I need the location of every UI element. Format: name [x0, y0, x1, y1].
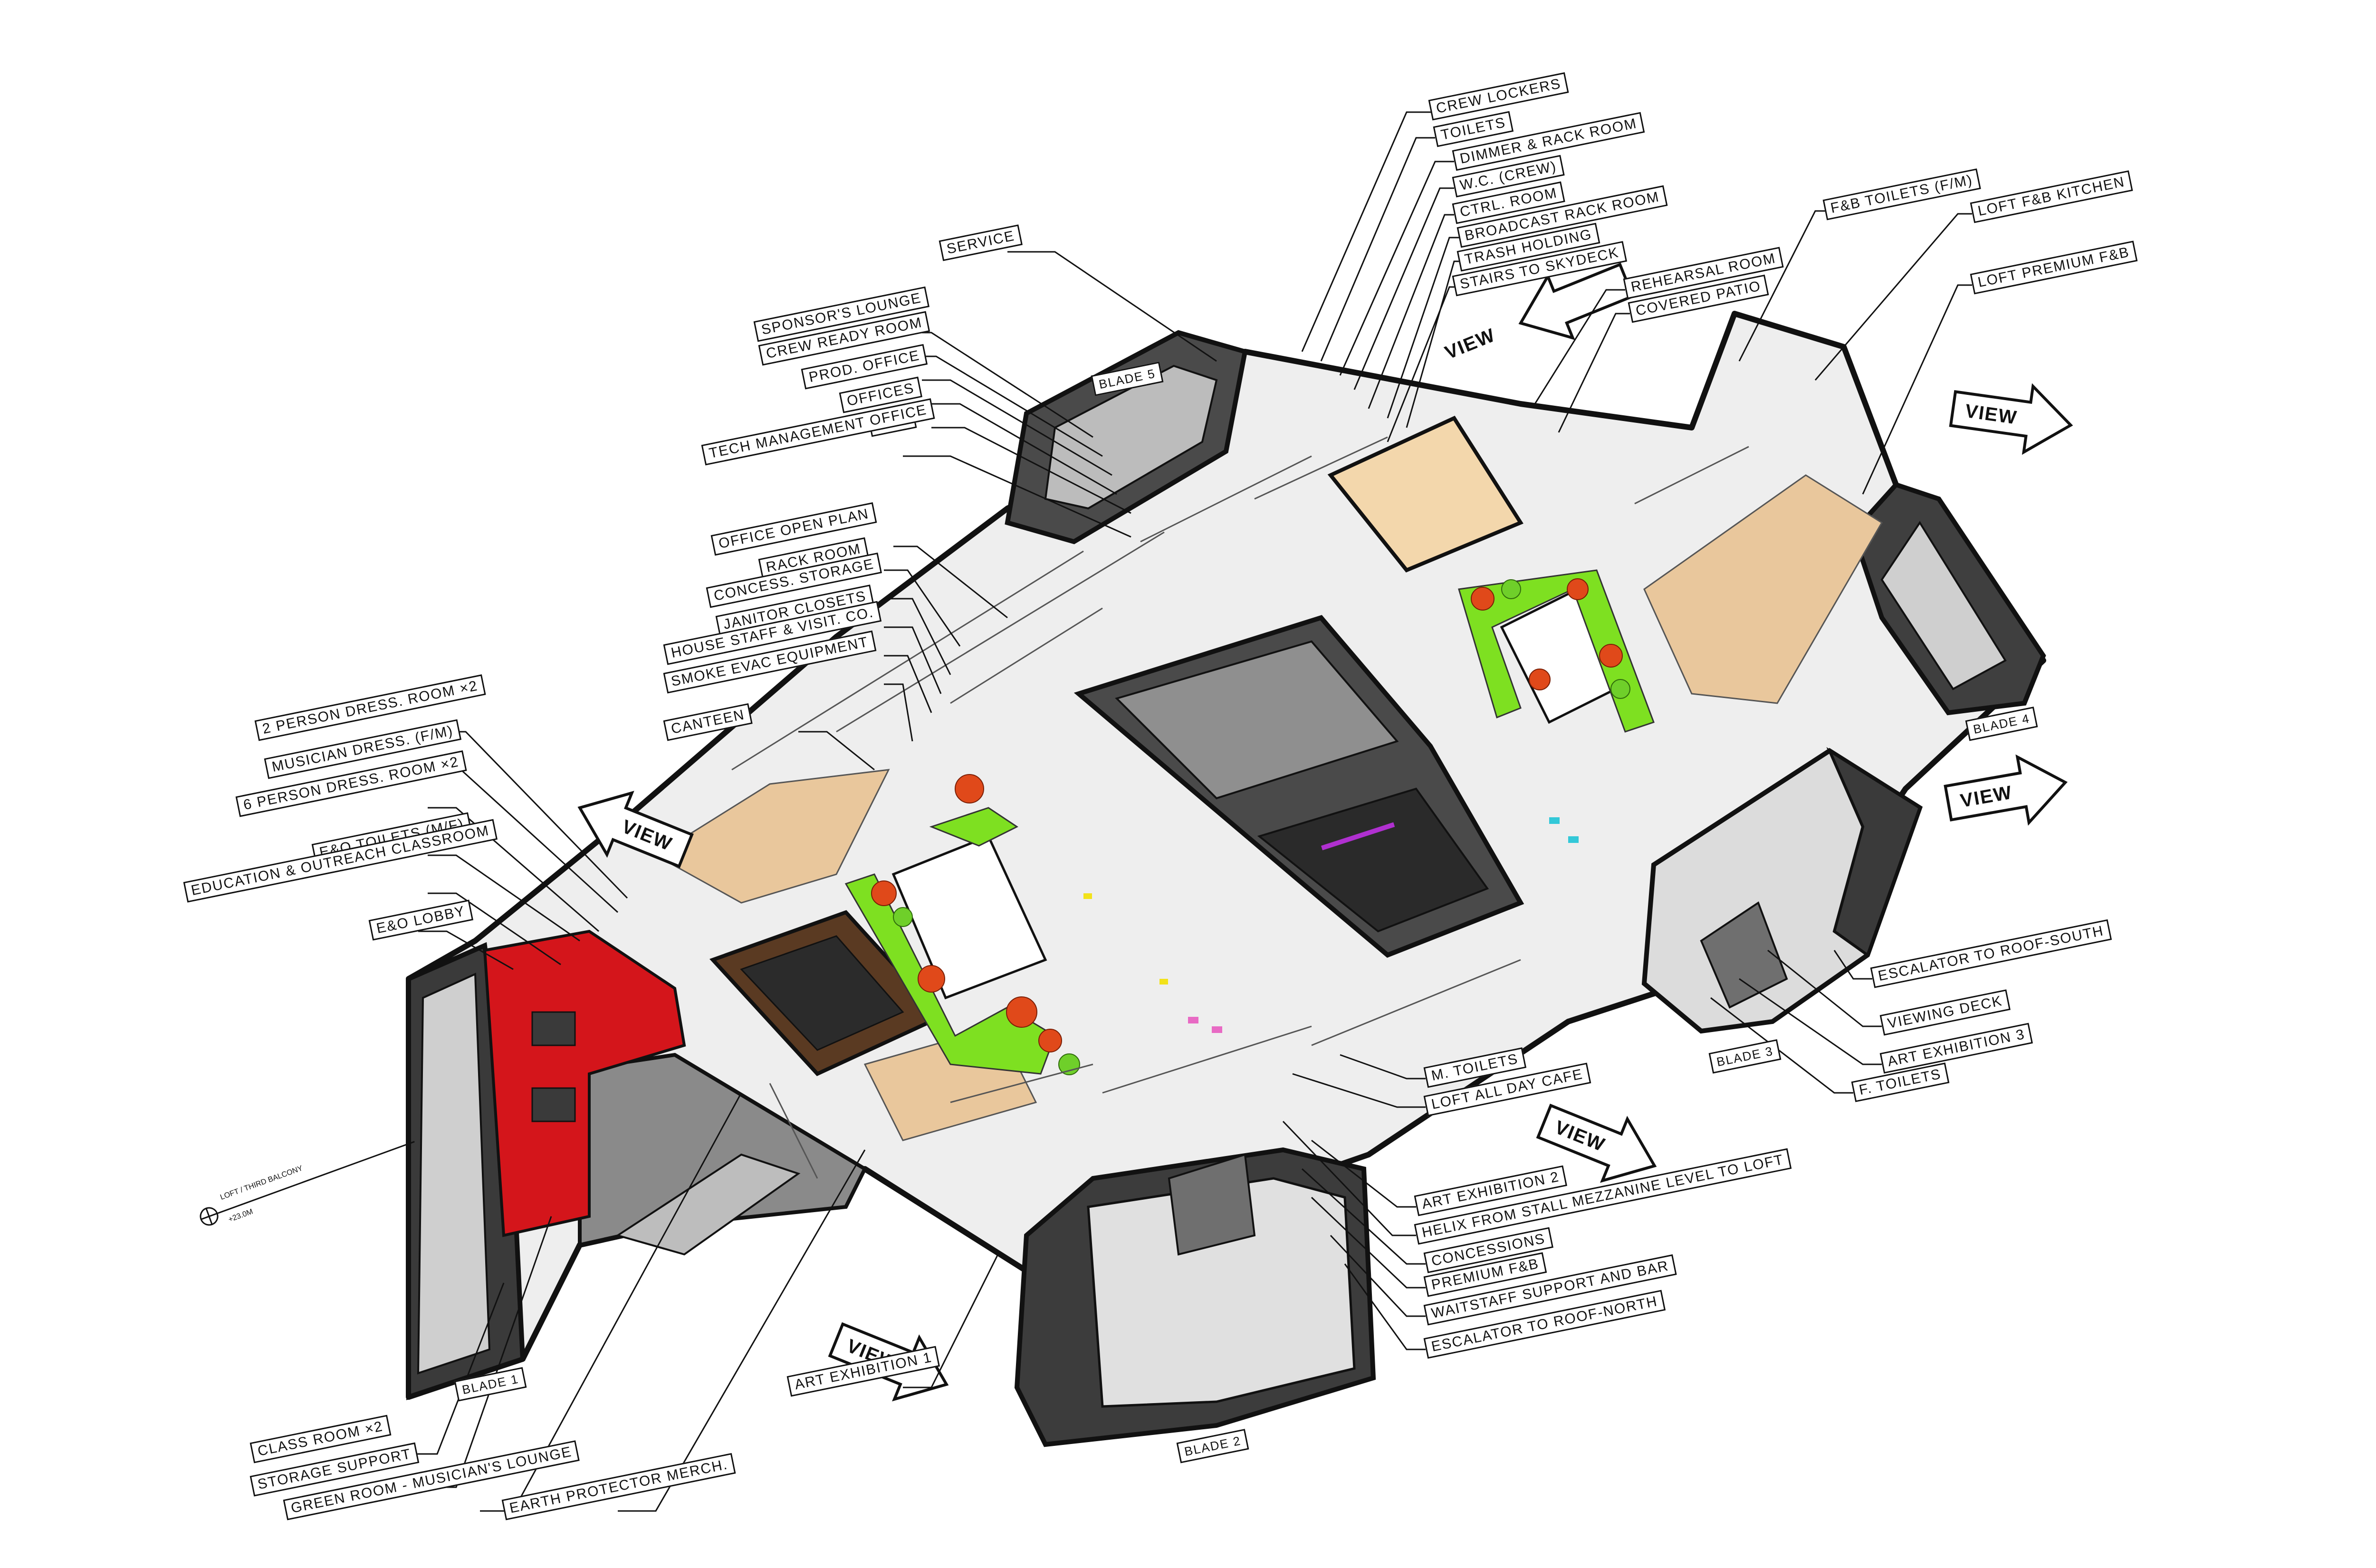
auditorium-purple-strip	[1321, 822, 1395, 851]
bridge-left	[578, 1052, 868, 1247]
blade-4-glass	[1880, 521, 2007, 690]
auditorium-seating	[1257, 787, 1489, 933]
blade-2-glass	[1087, 1177, 1356, 1408]
blade-1-glass	[417, 972, 491, 1375]
internal-partitions	[731, 436, 1749, 1179]
view-arrow-right-top: VIEW	[1949, 383, 2073, 455]
escalator-north	[1168, 1153, 1256, 1256]
green-planting-top	[929, 807, 1018, 847]
blade-3-dark	[1826, 747, 1922, 957]
bridge-deck	[615, 1153, 801, 1256]
escalator-south	[1700, 901, 1788, 1009]
level-marker: LOFT / THIRD BALCONY +23.0M	[200, 1141, 415, 1226]
left-courtyard-void	[891, 834, 1047, 1000]
svg-text:VIEW: VIEW	[1442, 325, 1499, 363]
rehearsal-room-floor	[1327, 415, 1523, 573]
eo-red-rooms	[483, 929, 686, 1237]
svg-text:LOFT / THIRD BALCONY: LOFT / THIRD BALCONY	[219, 1164, 304, 1202]
colored-seating	[1083, 817, 1579, 1033]
small-theatre-inner	[740, 935, 904, 1051]
premium-fb-wood-floor	[1643, 474, 1883, 704]
autumn-trees	[871, 578, 1623, 1052]
canteen-wood-floor	[654, 769, 890, 904]
view-arrow-right-mid: VIEW	[1944, 754, 2068, 826]
auditorium-inner	[1115, 640, 1399, 800]
svg-text:+23.0M: +23.0M	[227, 1207, 254, 1224]
eo-room-window-2	[531, 1087, 576, 1122]
eo-room-window-1	[531, 1011, 576, 1046]
